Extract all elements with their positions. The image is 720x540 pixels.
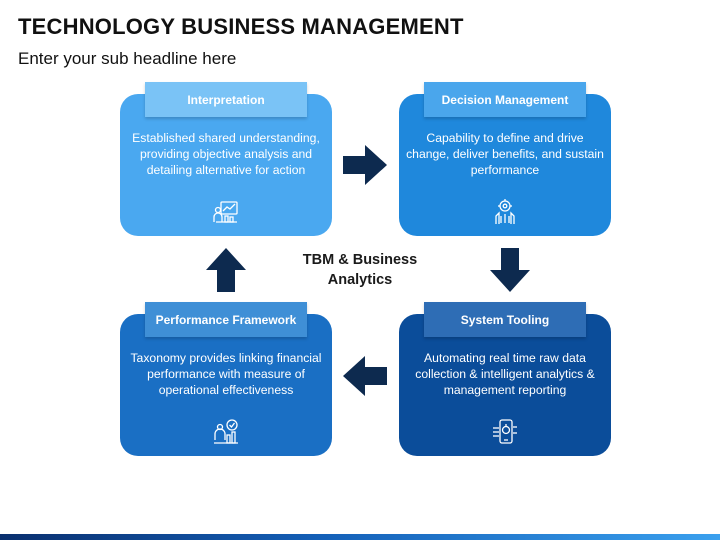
card-description: Automating real time raw data collection… [415,351,595,397]
page-title: TECHNOLOGY BUSINESS MANAGEMENT [18,14,464,39]
card-decision-management: Decision Management Capability to define… [398,82,612,236]
center-label: TBM & Business Analytics [302,252,418,288]
card-title: System Tooling [424,302,586,337]
card-corner [323,313,333,323]
card-title: Performance Framework [145,302,307,337]
card-interpretation: Interpretation Established shared unders… [119,82,333,236]
arrow-up [206,248,246,292]
analysis-icon [213,201,238,223]
card-corner [323,93,333,103]
bottom-accent-bar [0,534,720,540]
card-title: Decision Management [424,82,586,117]
card-performance-framework: Performance Framework Taxonomy provides … [119,302,333,456]
card-description: Taxonomy provides linking financial perf… [130,351,322,397]
decision-icon [495,199,515,224]
arrow-down [490,248,530,292]
card-description: Established shared understanding, provid… [132,131,320,177]
card-title: Interpretation [145,82,307,117]
card-corner [602,313,612,323]
card-corner [398,93,408,103]
card-corner [119,313,129,323]
performance-icon [214,419,238,444]
mobile-tooling-icon [493,419,517,444]
card-corner [602,93,612,103]
arrow-right [343,145,387,185]
card-corner [398,313,408,323]
arrow-left [343,356,387,396]
card-corner [119,93,129,103]
card-description: Capability to define and drive change, d… [406,131,604,177]
page-subtitle: Enter your sub headline here [18,49,237,68]
card-system-tooling: System Tooling Automating real time raw … [398,302,612,456]
